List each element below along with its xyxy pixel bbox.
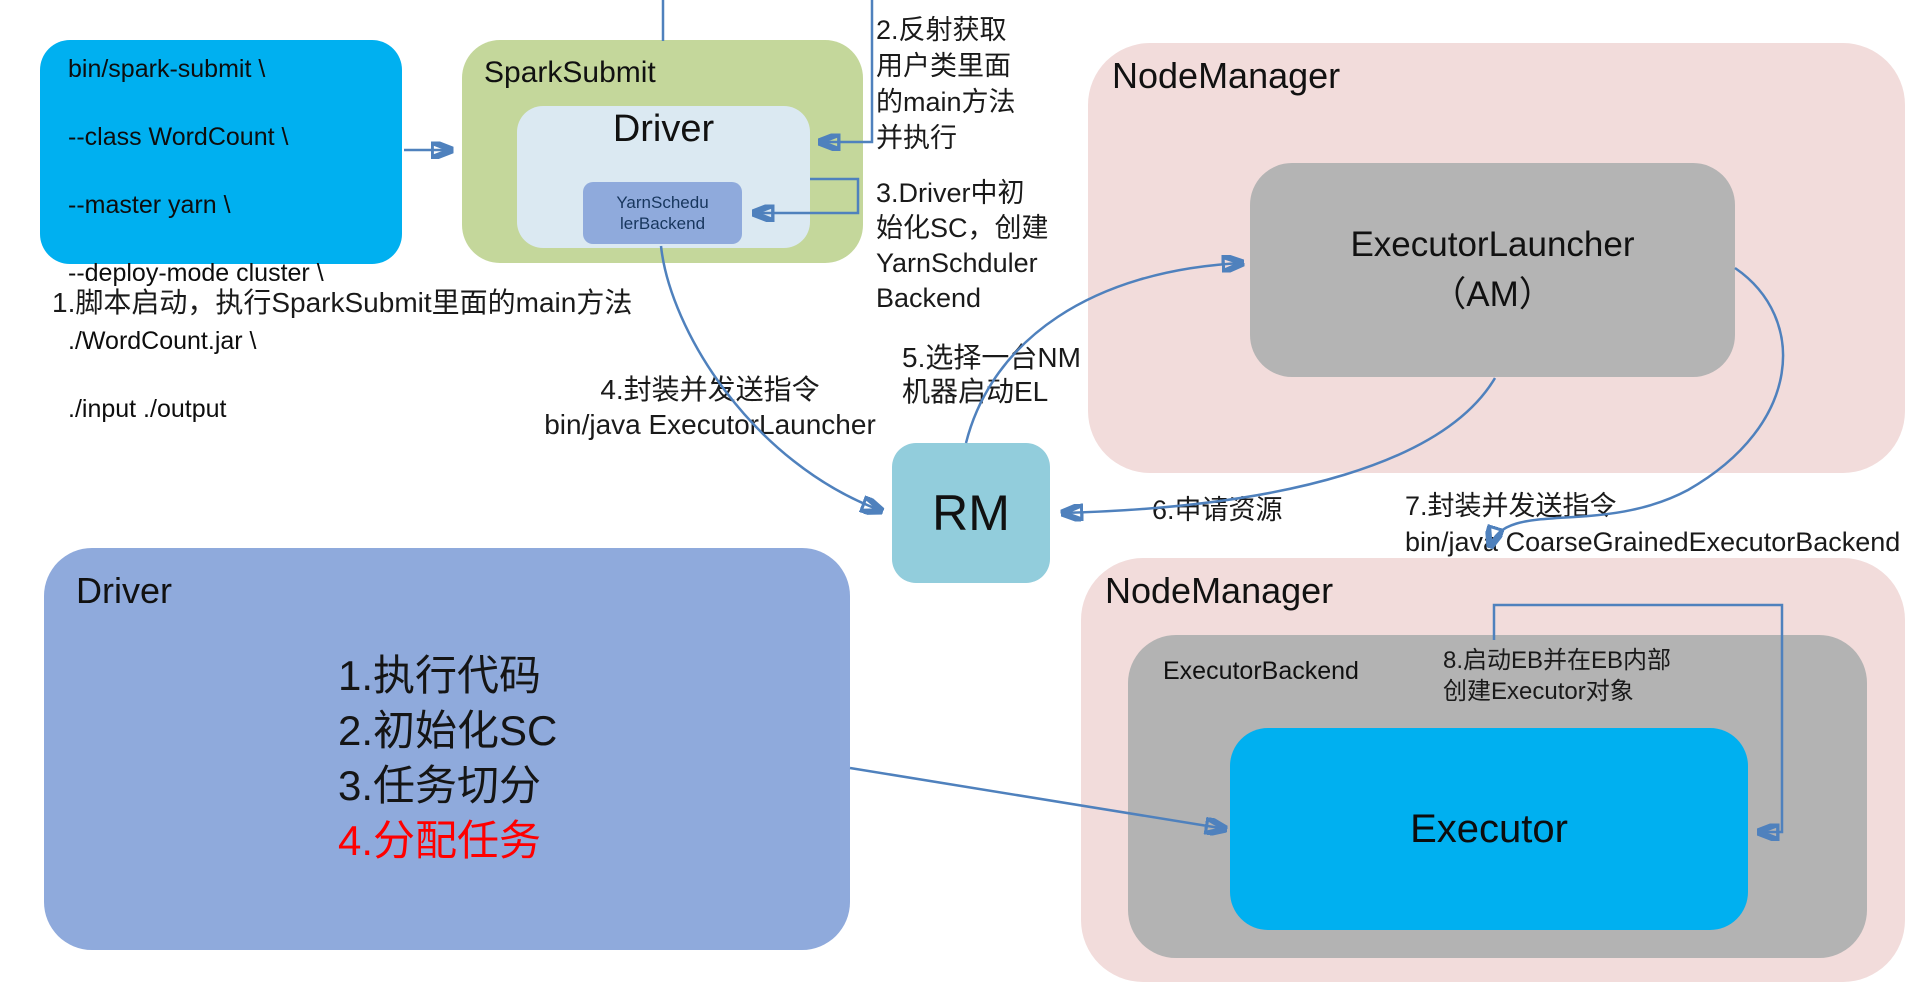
driver-bottom-label: Driver — [76, 570, 172, 611]
step8-line2: 创建Executor对象 — [1443, 678, 1634, 705]
executorlauncher-label-line2: （AM） — [1431, 275, 1554, 314]
step4-line1: 4.封装并发送指令 — [600, 374, 820, 405]
annotation-step4: 4.封装并发送指令 bin/java ExecutorLauncher — [515, 372, 905, 442]
spark-submit-command-text: bin/spark-submit \ --class WordCount \ -… — [68, 52, 324, 426]
ysb-label-line2: lerBackend — [619, 214, 706, 233]
annotation-step8: 8.启动EB并在EB内部 创建Executor对象 — [1443, 645, 1671, 707]
driver-task-4-highlighted: 4.分配任务 — [338, 817, 542, 864]
driver-task-2: 2.初始化SC — [338, 707, 558, 754]
cmd-line-2: --class WordCount \ — [68, 123, 289, 151]
annotation-step6: 6.申请资源 — [1152, 495, 1283, 525]
step3-line4: Backend — [876, 283, 982, 313]
step4-line2: bin/java ExecutorLauncher — [544, 409, 876, 440]
step3-line3: YarnSchduler — [876, 248, 1038, 278]
cmd-line-3: --master yarn \ — [68, 191, 231, 219]
driver-top-label: Driver — [612, 108, 715, 150]
annotation-step3: 3.Driver中初 始化SC，创建 YarnSchduler Backend — [876, 176, 1049, 316]
step2-line4: 并执行 — [876, 123, 957, 153]
nodemanager-top-label: NodeManager — [1112, 55, 1341, 96]
driver-task-1: 1.执行代码 — [338, 652, 542, 699]
cmd-line-1: bin/spark-submit \ — [68, 55, 266, 83]
annotation-step2: 2.反射获取 用户类里面 的main方法 并执行 — [876, 12, 1016, 156]
step5-line1: 5.选择一台NM — [902, 342, 1081, 373]
cmd-line-6: ./input ./output — [68, 395, 227, 423]
step2-line1: 2.反射获取 — [876, 15, 1007, 45]
cmd-line-4: --deploy-mode cluster \ — [68, 259, 324, 287]
step7-line1: 7.封装并发送指令 — [1405, 491, 1617, 521]
driver-task-3: 3.任务切分 — [338, 762, 542, 809]
resourcemanager-box: RM — [892, 443, 1050, 583]
annotation-step5: 5.选择一台NM 机器启动EL — [902, 341, 1081, 409]
executorbackend-label: ExecutorBackend — [1163, 657, 1359, 685]
yarnschedulerbackend-box: YarnSchedu lerBackend — [583, 182, 742, 244]
sparksubmit-label: SparkSubmit — [484, 56, 656, 89]
executor-box: Executor — [1230, 728, 1748, 930]
driver-bottom-box: Driver 1.执行代码 2.初始化SC 3.任务切分 4.分配任务 — [44, 548, 850, 950]
executorlauncher-box: ExecutorLauncher （AM） — [1250, 163, 1735, 377]
step3-line2: 始化SC，创建 — [876, 213, 1049, 243]
step8-line1: 8.启动EB并在EB内部 — [1443, 647, 1672, 674]
step3-line1: 3.Driver中初 — [876, 178, 1025, 208]
driver-top-box: Driver — [517, 106, 810, 248]
step2-line2: 用户类里面 — [876, 51, 1011, 81]
ysb-label-line1: YarnSchedu — [616, 193, 709, 212]
executorlauncher-label-line1: ExecutorLauncher — [1350, 225, 1635, 264]
nodemanager-bottom-label: NodeManager — [1105, 570, 1334, 611]
resourcemanager-label: RM — [932, 485, 1010, 541]
step2-line3: 的main方法 — [876, 87, 1016, 117]
driver-task-list: 1.执行代码 2.初始化SC 3.任务切分 4.分配任务 — [338, 648, 557, 868]
annotation-step7: 7.封装并发送指令 bin/java CoarseGrainedExecutor… — [1405, 488, 1900, 560]
spark-submit-command-box: bin/spark-submit \ --class WordCount \ -… — [40, 40, 402, 423]
executor-label: Executor — [1410, 806, 1568, 851]
cmd-line-5: ./WordCount.jar \ — [68, 327, 257, 355]
step5-line2: 机器启动EL — [902, 376, 1049, 407]
step7-line2: bin/java CoarseGrainedExecutorBackend — [1405, 527, 1901, 557]
annotation-step1: 1.脚本启动，执行SparkSubmit里面的main方法 — [52, 287, 633, 318]
